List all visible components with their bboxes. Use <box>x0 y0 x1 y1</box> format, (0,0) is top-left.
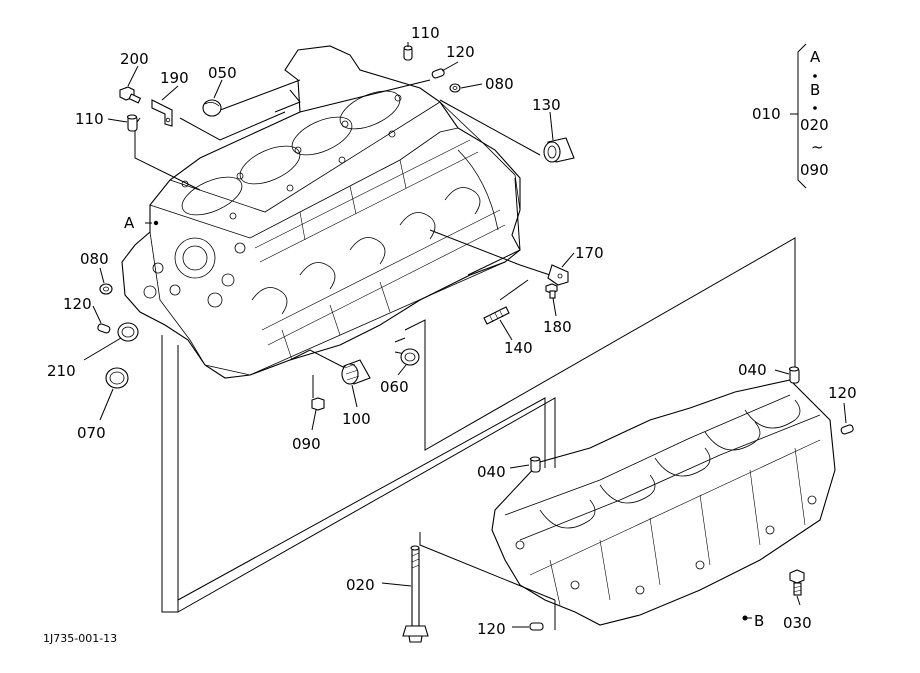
callout-180: 180 <box>543 318 572 336</box>
part-080-plug-left[interactable] <box>99 283 113 295</box>
legend-item-020: 020 <box>800 116 829 134</box>
callout-070: 070 <box>77 424 106 442</box>
callout-040-mid: 040 <box>477 463 506 481</box>
callout-ref-b: B <box>754 612 764 630</box>
part-190-bracket[interactable] <box>151 99 173 127</box>
part-200-bolt[interactable] <box>119 86 142 104</box>
callout-110-top: 110 <box>411 24 440 42</box>
part-040-pin-right[interactable] <box>788 366 800 384</box>
lower-block-outline <box>491 379 836 626</box>
part-130-bushing[interactable] <box>543 137 575 163</box>
callout-120-top: 120 <box>446 43 475 61</box>
upper-crankcase-drawing <box>121 45 521 379</box>
callout-080-top: 080 <box>485 75 514 93</box>
drawing-number: 1J735-001-13 <box>43 632 117 645</box>
callout-190: 190 <box>160 69 189 87</box>
part-040-pin-mid[interactable] <box>529 456 541 473</box>
callout-030: 030 <box>783 614 812 632</box>
part-120-pin-top[interactable] <box>431 68 445 79</box>
callout-140: 140 <box>504 339 533 357</box>
callout-110-left: 110 <box>75 110 104 128</box>
legend-item-a: A <box>810 48 821 66</box>
part-210-seal[interactable] <box>117 322 139 342</box>
callout-120-bottom: 120 <box>477 620 506 638</box>
part-120-pin-left[interactable] <box>97 323 111 334</box>
part-110-pin-top[interactable] <box>403 45 413 61</box>
exploded-guide-lines <box>134 79 796 630</box>
legend: 010 A B 020 ~ 090 <box>752 43 829 189</box>
callout-170: 170 <box>575 244 604 262</box>
callout-200: 200 <box>120 50 149 68</box>
part-100-bushing[interactable] <box>341 359 371 385</box>
upper-block-outline <box>121 45 521 379</box>
legend-item-b: B <box>810 81 820 99</box>
callout-060: 060 <box>380 378 409 396</box>
part-180-bolt[interactable] <box>545 283 558 299</box>
part-030-bolt[interactable] <box>789 569 805 596</box>
callout-130: 130 <box>532 96 561 114</box>
legend-ref: 010 <box>752 105 781 123</box>
lower-crankcase-drawing <box>491 379 836 626</box>
part-140-stud[interactable] <box>483 306 510 325</box>
callout-120-right: 120 <box>828 384 857 402</box>
legend-item-090: 090 <box>800 161 829 179</box>
callout-020: 020 <box>346 576 375 594</box>
callout-labels: 110 120 080 200 190 050 110 130 A 170 08… <box>47 24 857 638</box>
callout-050: 050 <box>208 64 237 82</box>
part-020-long-bolt[interactable] <box>402 545 429 643</box>
part-060-plug[interactable] <box>400 348 420 366</box>
part-110-pin-left[interactable] <box>126 114 138 132</box>
leader-lines <box>83 42 847 628</box>
part-120-pin-bottom[interactable] <box>529 622 544 631</box>
part-080-plug-top[interactable] <box>449 83 461 93</box>
part-170-bracket[interactable] <box>547 264 569 286</box>
callout-120-left: 120 <box>63 295 92 313</box>
part-120-pin-right[interactable] <box>840 424 854 435</box>
part-070-seal[interactable] <box>105 367 129 389</box>
callout-ref-a: A <box>124 214 135 232</box>
callout-090: 090 <box>292 435 321 453</box>
part-050-plug[interactable] <box>202 99 222 117</box>
part-090-plug[interactable] <box>311 397 325 411</box>
callout-210: 210 <box>47 362 76 380</box>
legend-item-range: ~ <box>811 138 824 156</box>
callout-040-right: 040 <box>738 361 767 379</box>
callout-080-left: 080 <box>80 250 109 268</box>
callout-100: 100 <box>342 410 371 428</box>
legend-bracket <box>797 43 807 189</box>
